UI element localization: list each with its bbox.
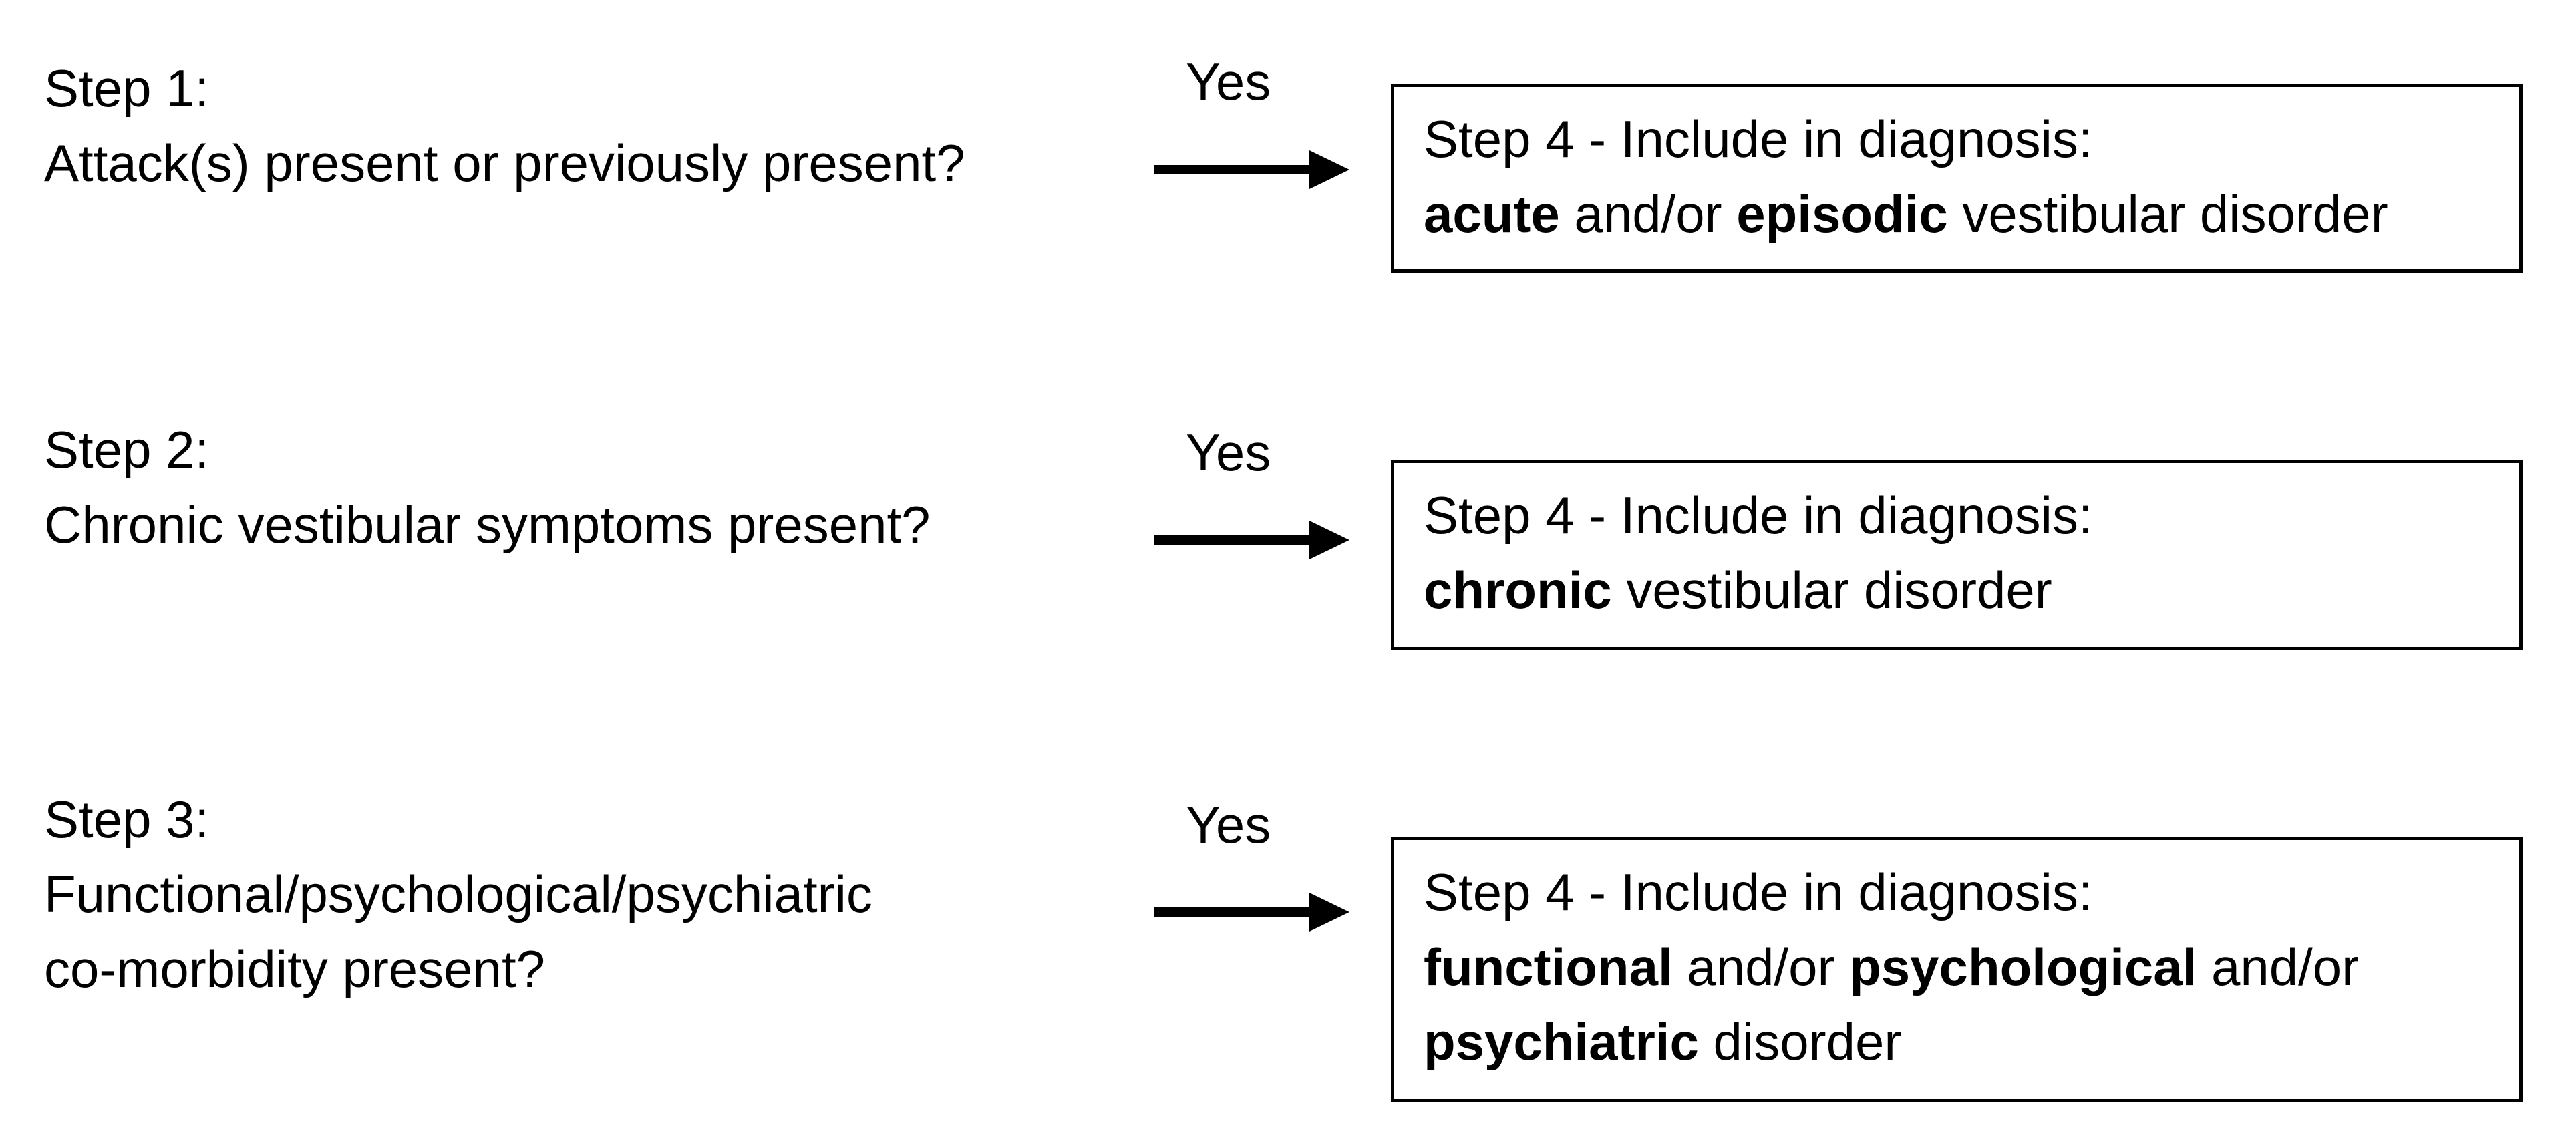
diagnosis-suffix: vestibular disorder: [1611, 561, 2052, 619]
diagnosis-term-psychiatric: psychiatric: [1424, 1012, 1699, 1071]
diagnosis-suffix: disorder: [1698, 1012, 1902, 1071]
diagnosis-term-chronic: chronic: [1424, 561, 1612, 619]
step-3-question-line-1: Functional/psychological/psychiatric: [44, 865, 872, 923]
diagnosis-term-episodic: episodic: [1736, 184, 1948, 243]
step-3-result-box: Step 4 - Include in diagnosis: functiona…: [1391, 837, 2523, 1102]
step-2-result-heading: Step 4 - Include in diagnosis:: [1424, 486, 2093, 545]
connector-text: and/or: [1672, 938, 1850, 996]
step-1-label: Step 1:: [44, 59, 210, 118]
connector-text: and/or: [1559, 184, 1737, 243]
diagnosis-suffix: vestibular disorder: [1947, 184, 2388, 243]
step-1-result-heading: Step 4 - Include in diagnosis:: [1424, 110, 2093, 168]
step-1-yes-label: Yes: [1186, 52, 1271, 111]
step-2-yes-label: Yes: [1186, 423, 1271, 482]
diagnosis-term-functional: functional: [1424, 938, 1673, 996]
step-2-result-box: Step 4 - Include in diagnosis: chronic v…: [1391, 460, 2523, 650]
step-3-question: Step 3: Functional/psychological/psychia…: [44, 782, 872, 1006]
step-3-result-line-1: functional and/or psychological and/or: [1424, 929, 2492, 1004]
step-2-label: Step 2:: [44, 420, 210, 479]
step-3-arrow-icon: [1154, 893, 1349, 932]
step-3-question-line-2: co-morbidity present?: [44, 940, 545, 998]
step-2-question: Step 2: Chronic vestibular symptoms pres…: [44, 412, 931, 562]
step-1-arrow-icon: [1154, 150, 1349, 189]
step-1-question-line-1: Attack(s) present or previously present?: [44, 134, 965, 192]
diagnosis-term-acute: acute: [1424, 184, 1560, 243]
step-2-question-line-1: Chronic vestibular symptoms present?: [44, 495, 931, 554]
step-3-result-line-2: psychiatric disorder: [1424, 1004, 2492, 1079]
step-2-result-line-1: chronic vestibular disorder: [1424, 553, 2492, 627]
step-3-label: Step 3:: [44, 790, 210, 849]
step-1-result-box: Step 4 - Include in diagnosis: acute and…: [1391, 84, 2523, 273]
step-1-result-line-1: acute and/or episodic vestibular disorde…: [1424, 176, 2492, 251]
diagnosis-term-psychological: psychological: [1849, 938, 2197, 996]
step-1-question: Step 1: Attack(s) present or previously …: [44, 51, 965, 200]
connector-text: and/or: [2197, 938, 2360, 996]
step-2-arrow-icon: [1154, 521, 1349, 559]
step-3-result-heading: Step 4 - Include in diagnosis:: [1424, 863, 2093, 921]
step-3-yes-label: Yes: [1186, 795, 1271, 854]
